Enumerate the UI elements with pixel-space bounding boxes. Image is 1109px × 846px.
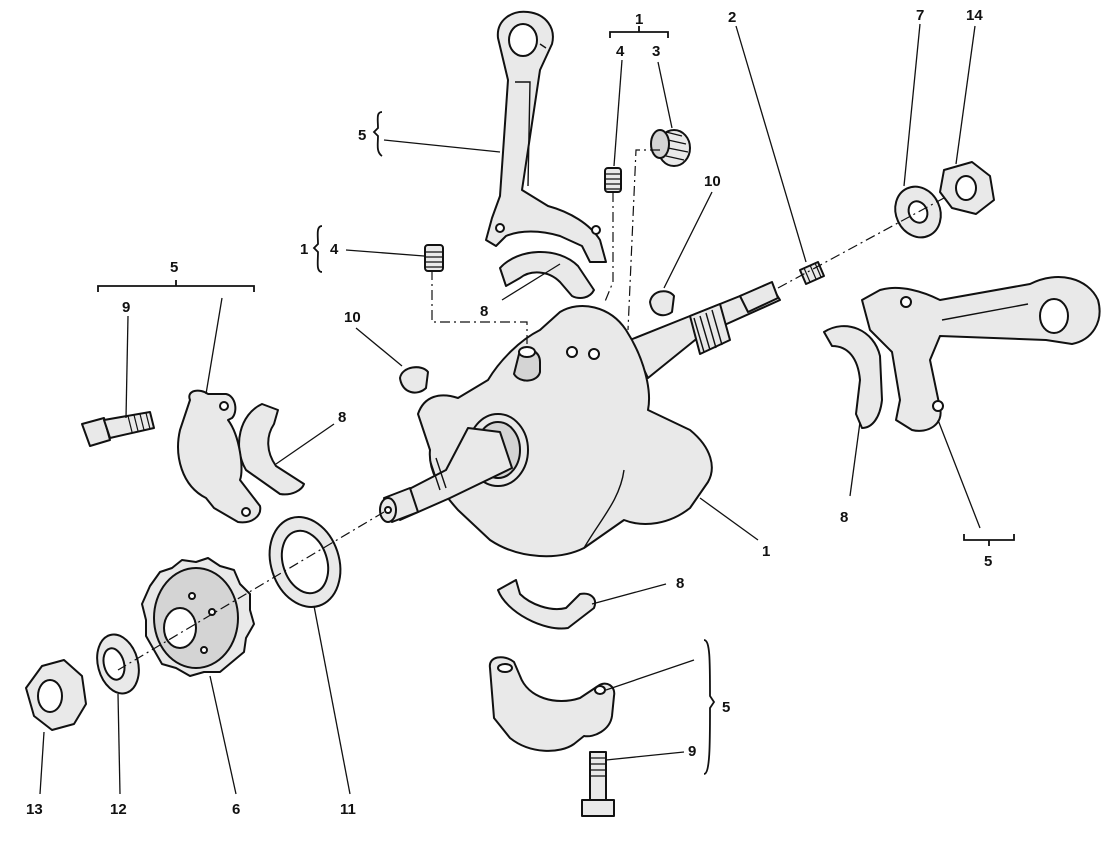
callout-1-left: 1 xyxy=(300,241,308,258)
bearing-shell-left xyxy=(238,403,305,496)
bolt-9-left xyxy=(81,411,155,447)
callout-2: 2 xyxy=(728,9,736,26)
axis-grub-top xyxy=(603,192,614,305)
callout-6: 6 xyxy=(232,801,240,818)
callout-3: 3 xyxy=(652,43,660,60)
axis-plug-3 xyxy=(627,149,660,331)
bearing-shell-upper xyxy=(499,251,595,299)
callout-12: 12 xyxy=(110,801,127,818)
connecting-rod-top xyxy=(485,10,607,263)
bearing-shell-lower xyxy=(497,579,596,630)
plug-3 xyxy=(650,129,691,167)
callout-8-right: 8 xyxy=(840,509,848,526)
rod-cap-lower xyxy=(488,656,616,752)
callout-9-left: 9 xyxy=(122,299,130,316)
axis-grub-left xyxy=(431,270,528,344)
callout-8-lower: 8 xyxy=(676,575,684,592)
callout-10-left: 10 xyxy=(344,309,361,326)
key-10-left xyxy=(399,366,429,394)
callout-13: 13 xyxy=(26,801,43,818)
callout-5-rod-top: 5 xyxy=(358,127,366,144)
callout-8-upper: 8 xyxy=(480,303,488,320)
leader-lines xyxy=(39,23,981,795)
gear-6 xyxy=(141,557,255,677)
callout-4-left: 4 xyxy=(330,241,339,258)
braces xyxy=(97,26,1015,775)
axis-main-right xyxy=(777,197,945,289)
callout-9-lower: 9 xyxy=(688,743,696,760)
callout-14: 14 xyxy=(966,7,983,24)
connecting-rod-right xyxy=(861,276,1101,432)
callout-1-top: 1 xyxy=(635,11,643,28)
callout-5-right: 5 xyxy=(984,553,992,570)
callout-5-lower: 5 xyxy=(722,699,730,716)
washer-12 xyxy=(96,633,140,695)
callout-labels: 1 4 3 2 7 14 5 10 1 4 8 5 9 10 8 1 8 5 8… xyxy=(26,7,992,818)
grub-screw-2 xyxy=(799,261,825,285)
nut-13 xyxy=(25,659,87,731)
callout-1-crank: 1 xyxy=(762,543,770,560)
washer-7 xyxy=(894,185,942,239)
key-10-right xyxy=(649,290,675,317)
bolt-9-lower xyxy=(581,751,615,817)
callout-5-left: 5 xyxy=(170,259,178,276)
grub-screw-4-top xyxy=(604,167,622,193)
thrust-washer-11 xyxy=(268,516,342,608)
grub-screw-4-left xyxy=(424,244,444,272)
bearing-shell-right xyxy=(823,325,883,429)
callout-7: 7 xyxy=(916,7,924,24)
crankshaft xyxy=(379,281,781,558)
callout-11: 11 xyxy=(340,801,356,818)
callout-10-right: 10 xyxy=(704,173,721,190)
callout-4-top: 4 xyxy=(616,43,625,60)
nut-14 xyxy=(939,161,995,215)
rod-cap-left xyxy=(177,389,262,524)
callout-8-left: 8 xyxy=(338,409,346,426)
axis-main-left xyxy=(117,511,385,671)
